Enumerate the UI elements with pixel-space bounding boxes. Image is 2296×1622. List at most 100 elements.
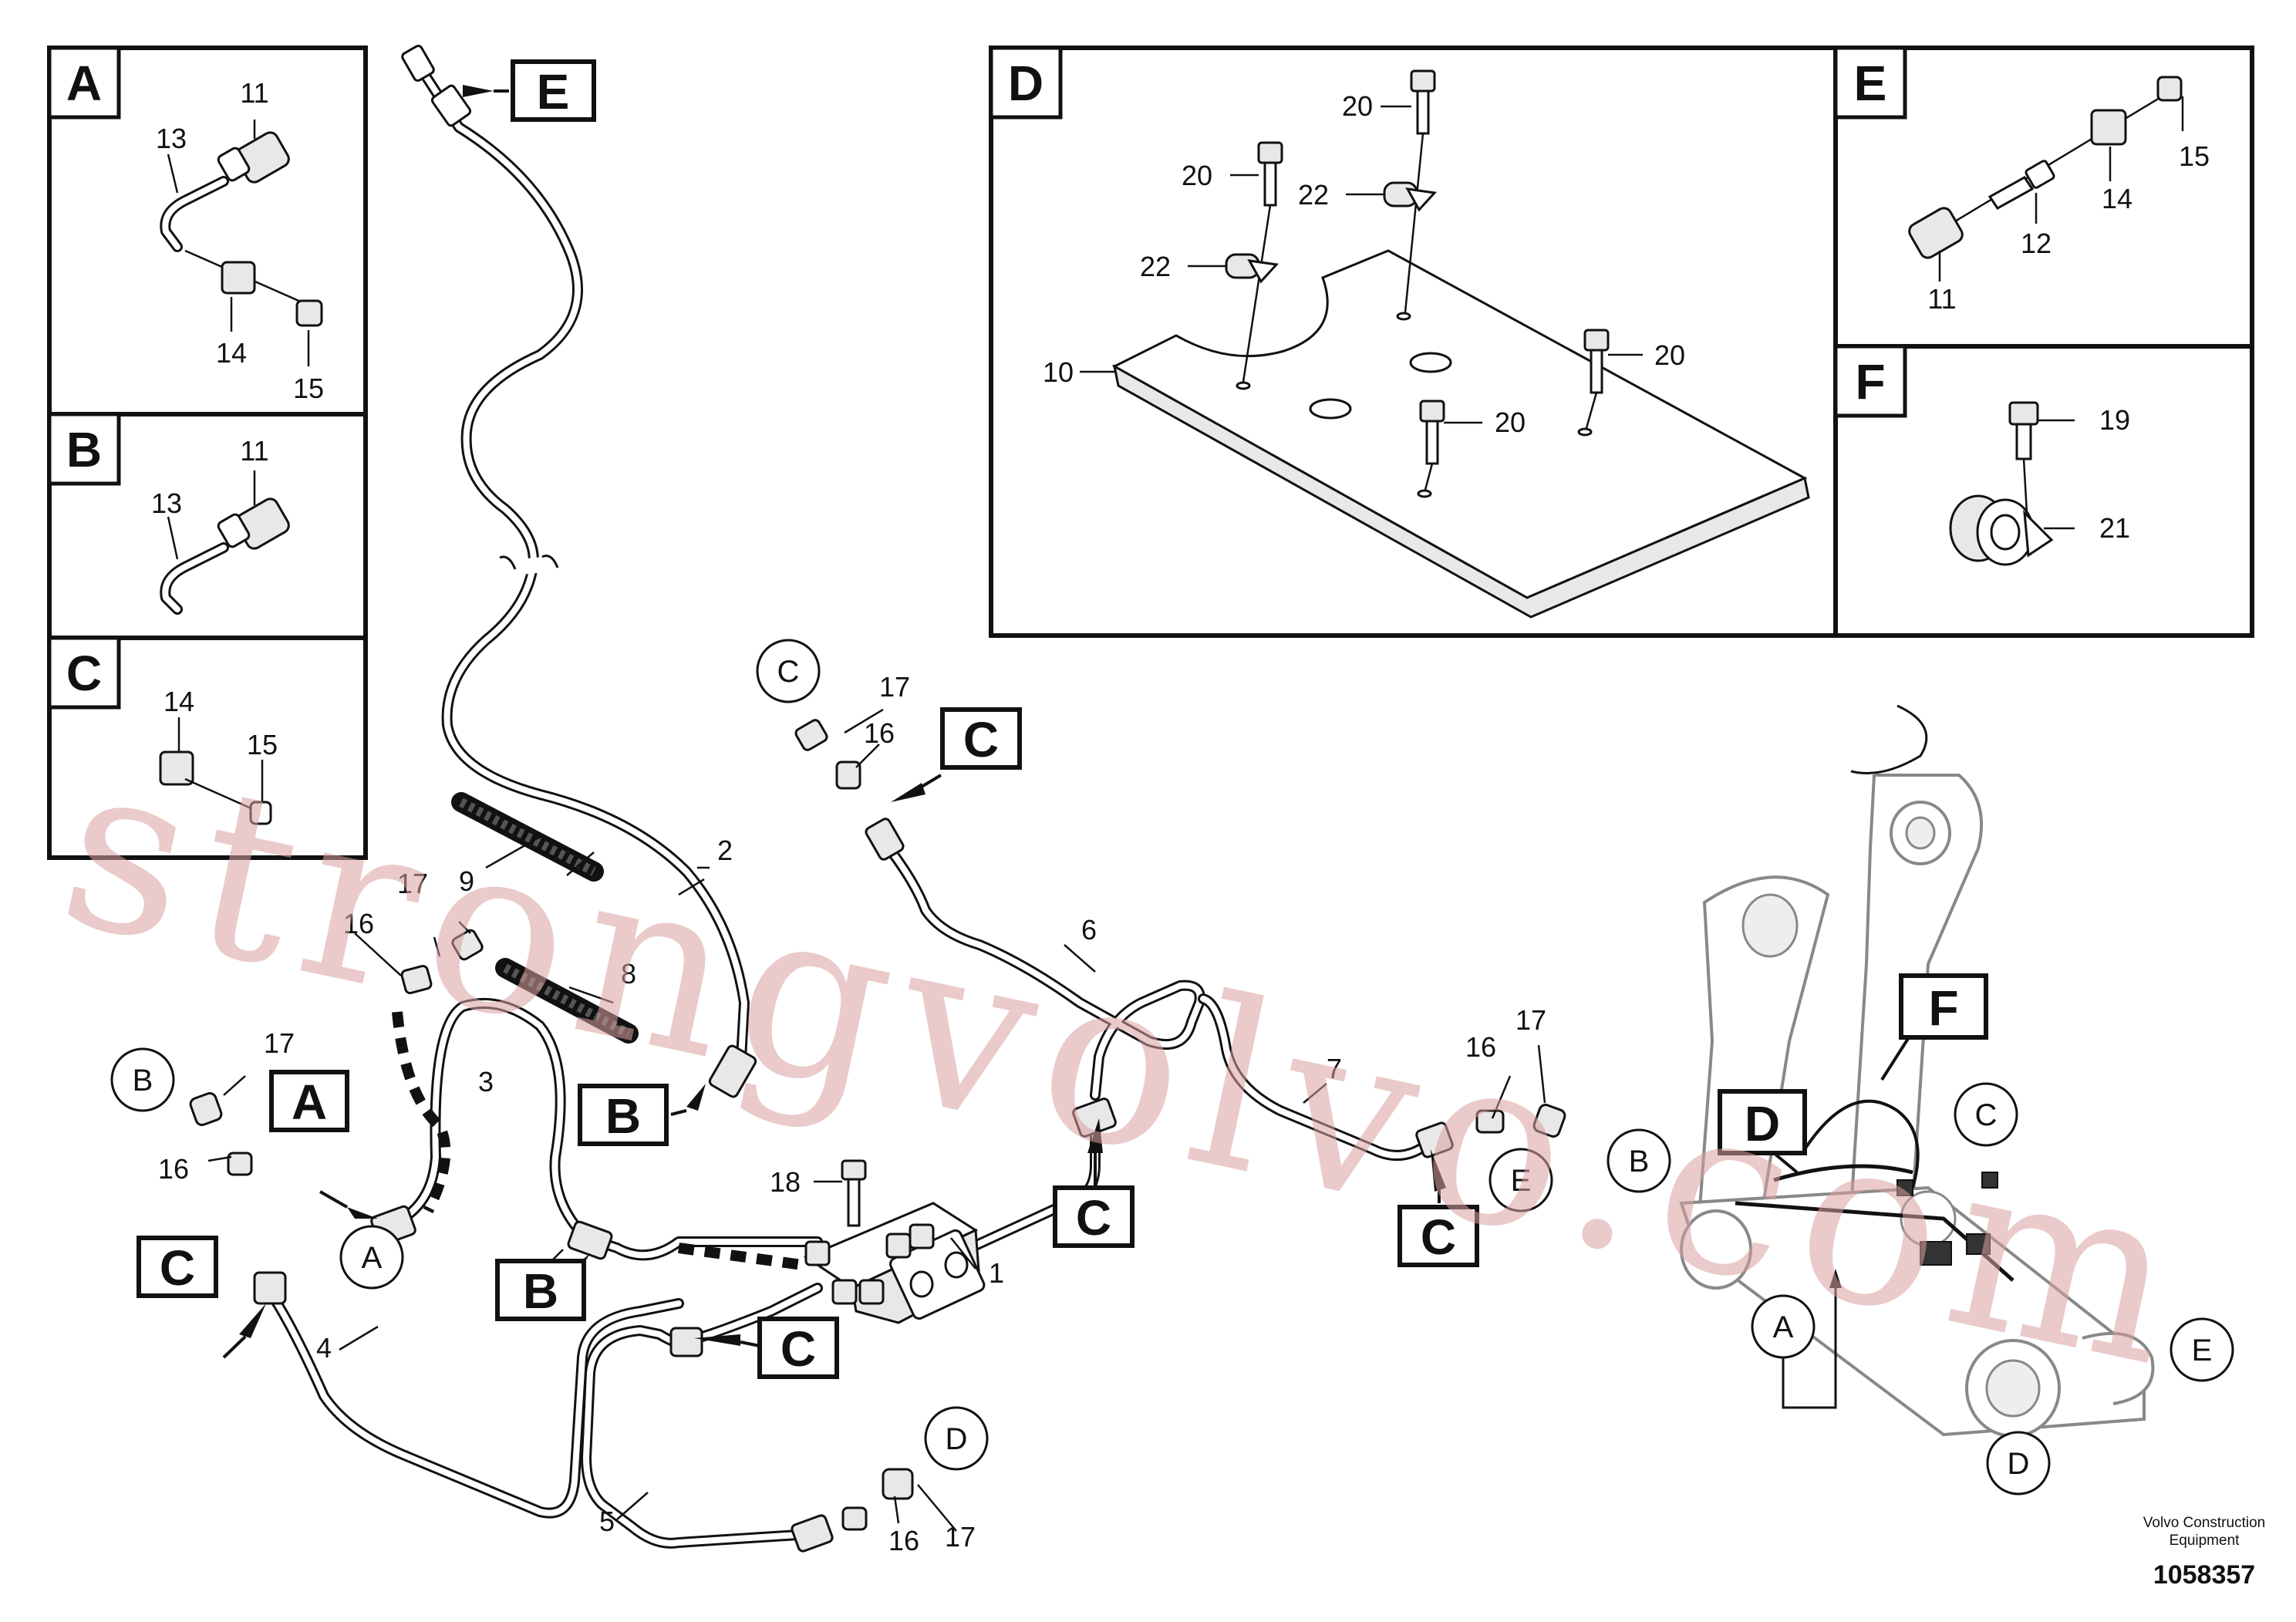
callout-22: 22: [1140, 251, 1171, 282]
elbow-13-icon: [160, 516, 229, 615]
drawing-number: 1058357: [2153, 1560, 2255, 1590]
callout-17: 17: [264, 1027, 295, 1059]
callout-13: 13: [151, 487, 182, 519]
inset-e: E 15 14 11 12: [1833, 46, 2254, 349]
callout-19: 19: [2099, 404, 2130, 436]
machine-box-d: D: [1718, 1089, 1807, 1174]
callout-20: 20: [1342, 90, 1373, 122]
inset-c-label: C: [66, 646, 102, 701]
box-label-c-mid: C: [1053, 1185, 1135, 1248]
callout-14: 14: [2102, 183, 2132, 214]
circle-label-b-left: B: [110, 1047, 175, 1112]
svg-text:C: C: [160, 1240, 195, 1296]
nut-14-icon: [2090, 109, 2127, 181]
callout-8: 8: [621, 958, 636, 990]
circle-label-a-left: A: [339, 1225, 404, 1290]
fitting-16-17-e-icon: [1475, 1104, 1566, 1138]
machine-circle-a: A: [1751, 1269, 1842, 1409]
hose-end-12-icon: [1988, 160, 2055, 224]
box-label-b-valve: B: [578, 1084, 669, 1146]
footer-company-line2: Equipment: [2170, 1533, 2240, 1549]
clamp-21-icon: [1949, 494, 2075, 566]
callout-16: 16: [864, 717, 895, 749]
callout-4: 4: [316, 1332, 332, 1364]
callout-15: 15: [293, 373, 324, 404]
machine-circle-b: B: [1607, 1128, 1671, 1193]
inset-d-label: D: [1008, 56, 1043, 111]
bolt-20-icon: [1230, 141, 1283, 383]
inset-b: B 11 13: [47, 412, 368, 640]
fitting-16-17-top-icon: [794, 719, 861, 790]
svg-text:A: A: [362, 1241, 383, 1275]
callout-18: 18: [770, 1166, 801, 1198]
clip-22-icon: [1346, 181, 1438, 212]
hose-sleeve-9-icon: [451, 792, 604, 882]
callout-11: 11: [1927, 283, 1956, 315]
cap-15-icon: [249, 760, 272, 825]
clip-22-icon: [1188, 253, 1279, 284]
elbow-13-icon: [160, 153, 229, 252]
hose-2: [401, 45, 757, 1098]
box-label-c-right: C: [1397, 1205, 1479, 1267]
inset-b-label: B: [66, 422, 102, 477]
valve-block-1-icon: [803, 1202, 986, 1324]
callout-17: 17: [945, 1521, 976, 1553]
fitting-11-icon: [1908, 207, 1964, 282]
callout-20: 20: [1495, 406, 1526, 438]
hose-3: [370, 997, 823, 1261]
box-label-b-lower: B: [495, 1259, 586, 1321]
svg-text:C: C: [1975, 1098, 1998, 1132]
fitting-11-icon: [217, 470, 290, 550]
machine-circle-c: C: [1954, 1082, 2018, 1147]
fitting-11-icon: [217, 120, 290, 184]
cap-15-icon: [295, 299, 323, 366]
box-label-c-bottom: C: [757, 1317, 839, 1379]
callout-21: 21: [2099, 512, 2130, 544]
callout-12: 12: [2021, 228, 2052, 259]
hose-7: [1198, 993, 1454, 1161]
callout-17: 17: [1515, 1004, 1546, 1036]
inset-e-label: E: [1854, 56, 1887, 111]
inset-a: A 11 13 14 15: [47, 46, 368, 416]
box-label-c-left: C: [137, 1236, 218, 1298]
svg-text:D: D: [2008, 1447, 2030, 1481]
circle-label-c-top: C: [756, 639, 821, 703]
fitting-16-17-d-icon: [841, 1468, 914, 1531]
callout-14: 14: [164, 686, 194, 717]
circle-label-d-bottom: D: [924, 1406, 989, 1471]
callouts-main: 1 2 3 4 5 6 7 8 9 16 17 16 17 16 17 16 1…: [158, 671, 1546, 1556]
svg-text:F: F: [1928, 980, 1958, 1036]
svg-text:C: C: [963, 712, 999, 767]
svg-text:C: C: [1076, 1190, 1111, 1246]
svg-text:C: C: [781, 1321, 816, 1377]
hose-sleeve-8-icon: [495, 958, 639, 1044]
machine-circle-d: D: [1986, 1431, 2051, 1496]
bolt-20-icon: [1381, 69, 1436, 313]
callout-20: 20: [1654, 339, 1685, 371]
callout-16: 16: [888, 1525, 919, 1556]
guard-plate-10-icon: [1111, 249, 1810, 619]
bolt-20-icon: [1419, 400, 1482, 491]
svg-text:E: E: [2192, 1334, 2213, 1367]
nut-14-icon: [221, 261, 256, 332]
callout-20: 20: [1182, 160, 1212, 191]
fitting-16-17-left-icon: [400, 929, 484, 995]
svg-text:E: E: [1511, 1164, 1532, 1198]
machine-circle-e: E: [2170, 1317, 2234, 1382]
callout-10: 10: [1043, 356, 1074, 388]
inset-a-label: A: [66, 56, 102, 111]
callout-16: 16: [158, 1153, 189, 1185]
box-label-c-top: C: [940, 707, 1022, 770]
callout-3: 3: [478, 1066, 494, 1098]
svg-text:B: B: [523, 1263, 558, 1319]
inset-a-label-box: [47, 46, 121, 120]
inset-c: C 14 15: [47, 636, 368, 860]
svg-text:D: D: [1745, 1096, 1780, 1152]
callout-13: 13: [156, 123, 187, 154]
svg-text:B: B: [133, 1064, 153, 1098]
hidden-hose-path-2: [678, 1243, 803, 1270]
svg-text:E: E: [537, 64, 570, 120]
circle-label-e-right: E: [1489, 1148, 1553, 1212]
callout-22: 22: [1298, 179, 1329, 211]
